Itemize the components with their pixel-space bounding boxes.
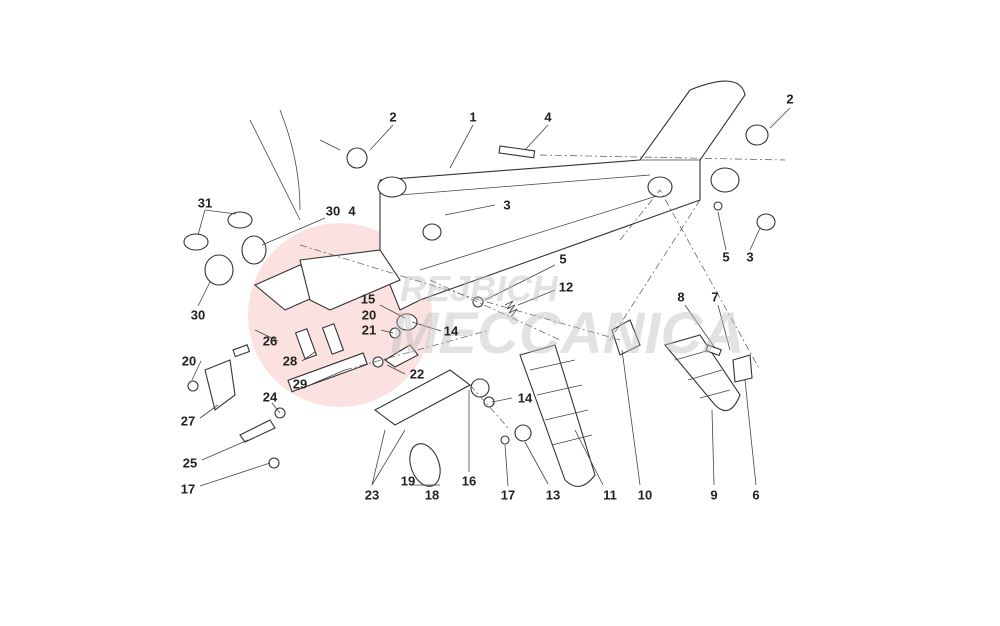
gear-lever-arm <box>299 249 401 311</box>
callout: 20 <box>361 307 377 323</box>
callout: 25 <box>182 455 198 471</box>
watermark-text: MECCANICA <box>390 301 745 366</box>
callout: 17 <box>500 487 516 503</box>
callout: 5 <box>722 249 730 265</box>
callout: 4 <box>544 109 552 125</box>
callout: 28 <box>282 353 298 369</box>
callout: 4 <box>348 203 356 219</box>
callout: 7 <box>711 289 719 305</box>
callout: 10 <box>637 487 653 503</box>
callout: 20 <box>181 353 197 369</box>
callout: 16 <box>461 473 477 489</box>
callout: 30 <box>325 203 341 219</box>
footpeg-bracket <box>379 80 746 311</box>
callout: 21 <box>361 322 377 338</box>
callout: 23 <box>364 487 380 503</box>
callout: 6 <box>752 487 760 503</box>
callout: 11 <box>603 487 617 503</box>
callout: 30 <box>190 307 206 323</box>
pedal-rubber <box>409 443 441 487</box>
callout: 31 <box>197 195 213 211</box>
callout: 12 <box>558 279 574 295</box>
callout: 19 <box>400 473 416 489</box>
callout: 29 <box>292 376 308 392</box>
callout: 14 <box>443 323 459 339</box>
callout: 26 <box>262 333 278 349</box>
callout: 1 <box>469 109 477 125</box>
callout: 13 <box>545 487 561 503</box>
rider-footpeg <box>519 344 596 487</box>
callout: 3 <box>746 249 754 265</box>
callout: 9 <box>710 487 718 503</box>
callout: 14 <box>517 390 533 406</box>
callout: 27 <box>180 413 196 429</box>
callout: 18 <box>424 487 440 503</box>
callout: 15 <box>360 291 376 307</box>
callout: 5 <box>559 251 567 267</box>
passenger-footpeg <box>664 334 741 412</box>
callout: 22 <box>409 366 425 382</box>
callout: 2 <box>389 109 397 125</box>
callout: 3 <box>503 197 511 213</box>
callout: 24 <box>262 389 278 405</box>
watermark-text: REJBICH <box>400 268 559 309</box>
callout: 2 <box>786 91 794 107</box>
callout: 8 <box>677 289 685 305</box>
callout: 17 <box>180 481 196 497</box>
